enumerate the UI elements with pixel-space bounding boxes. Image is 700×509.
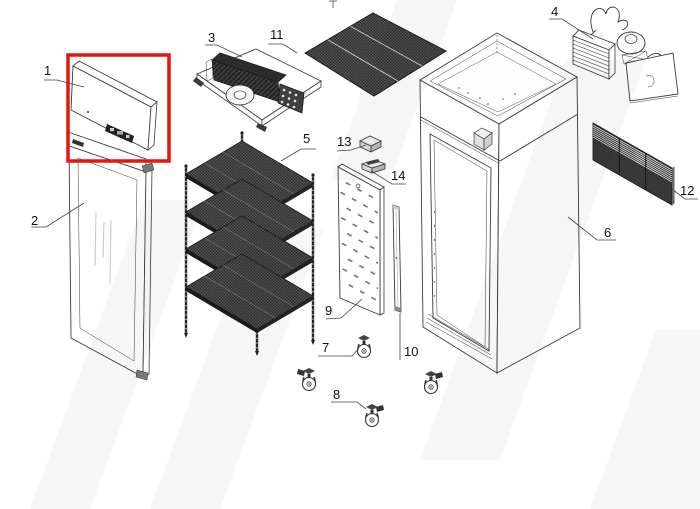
leader-line-14: [370, 170, 406, 185]
wire-shelf: [185, 253, 314, 333]
condensing-unit-tray: [193, 48, 322, 132]
cabinet-body: [419, 32, 581, 374]
compressor-dome: [616, 31, 646, 55]
leader-line-6: [567, 216, 616, 241]
highlight-box-part-1: [66, 53, 171, 163]
leader-line-1: [44, 79, 85, 88]
leader-line-13: [336, 144, 367, 152]
part-label-5: 5: [303, 131, 311, 146]
leader-line-9: [325, 298, 363, 320]
leader-line-2: [31, 202, 85, 228]
part-label-7: 7: [322, 340, 330, 355]
leader-line-4: [549, 18, 594, 40]
part-label-10: 10: [404, 344, 419, 359]
leader-line-8: [331, 401, 367, 410]
part-label-13: 13: [337, 134, 352, 149]
condenser-fan: [225, 84, 255, 106]
leader-line-12: [671, 188, 698, 200]
evaporator-fan-unit: [572, 6, 679, 104]
part-label-1: 1: [44, 63, 52, 78]
leader-line-3: [205, 44, 243, 58]
caster-wheel-8: [364, 403, 384, 428]
caster-wheel-left: [297, 367, 317, 392]
hinge-box: [473, 127, 493, 151]
compartment-floor: [437, 51, 557, 113]
part-label-11: 11: [270, 27, 284, 42]
wire-shelving-rack: [184, 131, 315, 356]
leader-line-7: [318, 347, 360, 357]
bracket-latch: [360, 159, 387, 174]
louvered-grille: [592, 122, 675, 206]
part-label-9: 9: [325, 303, 333, 318]
part-label-2: 2: [31, 213, 39, 228]
leader-line-5: [280, 148, 316, 162]
leader-line-11: [268, 43, 298, 54]
part-label-14: 14: [391, 168, 406, 183]
door-top-panel: [70, 60, 158, 151]
refrigerant-tubing: [590, 6, 629, 33]
perforated-rear-panel: [337, 163, 385, 316]
trim-strip: [392, 204, 402, 313]
part-label-12: 12: [680, 183, 695, 198]
glass-door: [67, 131, 155, 381]
leader-lines: [31, 0, 698, 410]
bracket-block: [359, 135, 382, 153]
cropped-leader-top: [329, 0, 337, 8]
part-label-3: 3: [208, 30, 216, 45]
part-label-8: 8: [333, 387, 341, 402]
caster-wheel-7: [356, 334, 372, 359]
part-label-4: 4: [551, 4, 559, 19]
mounting-plate: [625, 52, 679, 102]
part-label-6: 6: [604, 225, 612, 240]
caster-wheel-right: [423, 370, 443, 395]
door-opening: [429, 133, 492, 352]
mesh-top-panel: [304, 12, 448, 97]
